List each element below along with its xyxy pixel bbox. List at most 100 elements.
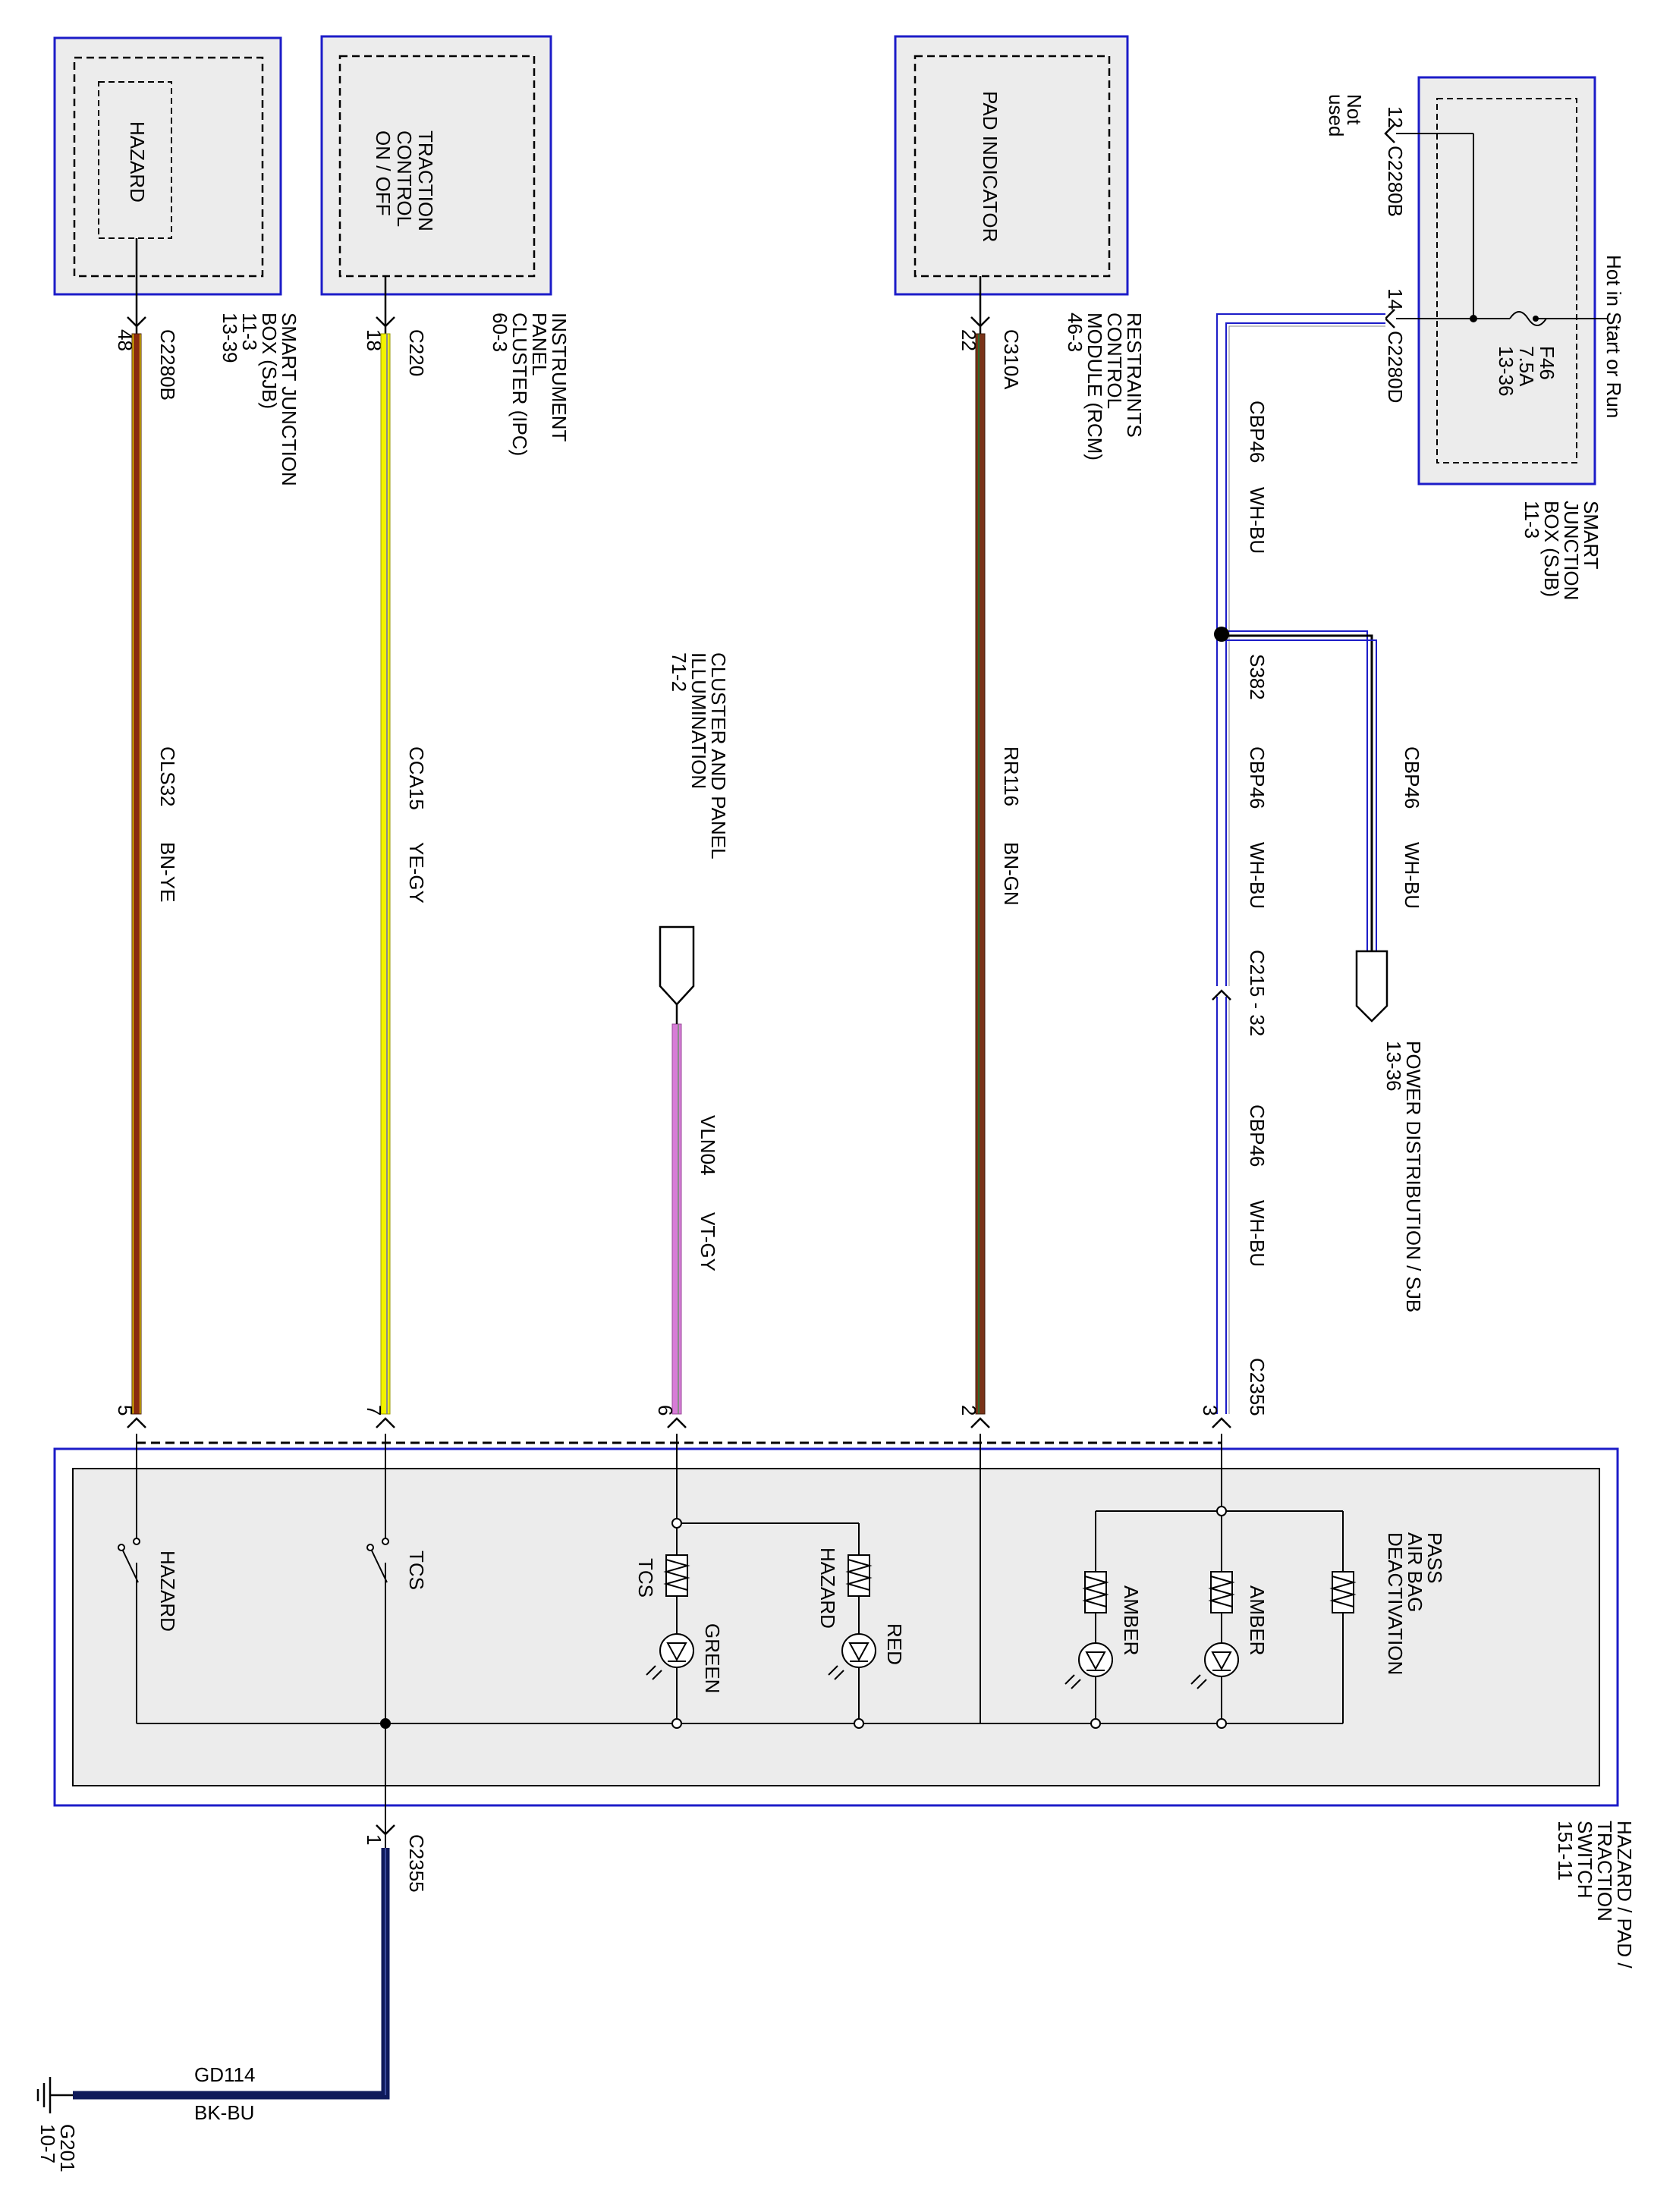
conn-12-name: C2280B: [1384, 146, 1407, 217]
wire-vln04: [671, 1023, 682, 1415]
wire-gd114-color: BK-BU: [194, 2101, 254, 2124]
cluster-illum-label-1: CLUSTER AND PANEL: [707, 652, 730, 859]
led-red: [828, 1633, 876, 1680]
rcm-inner-label: PAD INDICATOR: [979, 91, 1002, 242]
wire-labels: CLS32 BN-YE CCA15 YE-GY VLN04 VT-GY RR11…: [156, 401, 1423, 2124]
resistor-amber1: [1082, 1571, 1109, 1613]
fuse-label-1: F46: [1536, 346, 1558, 380]
wire-rr116-circuit: RR116: [1000, 746, 1023, 806]
power-dist-label-2: 13-36: [1382, 1041, 1405, 1092]
bottom-connector-label-top: C2355: [1246, 1358, 1269, 1416]
wire-gd114: [73, 1848, 390, 2100]
conn-18-name: C220: [405, 329, 428, 376]
pin-3: 3: [1199, 1405, 1222, 1415]
splice-s382: [1214, 627, 1229, 642]
module-labels: SMART JUNCTION BOX (SJB) 11-3 13-39 INST…: [36, 313, 1636, 2173]
ipc-inner-label-2: CONTROL: [393, 130, 416, 227]
sjb-hazard-module: HAZARD: [53, 36, 282, 296]
inline-connector-label: C215 - 32: [1246, 950, 1269, 1036]
wire-cbp46-circuit-2: CBP46: [1246, 746, 1269, 809]
wire-vln04-color: VT-GY: [697, 1212, 719, 1271]
not-used-label-2: used: [1325, 94, 1348, 137]
rcm-module: PAD INDICATOR: [894, 35, 1129, 296]
sjb-right-label-1: SMART: [1580, 501, 1602, 570]
pass-airbag-label-1: PASS: [1423, 1532, 1446, 1583]
pass-airbag-label-3: DEACTIVATION: [1384, 1532, 1407, 1675]
hazard-lamp-label: HAZARD: [816, 1547, 839, 1629]
ground-label-2: 10-7: [36, 2124, 59, 2163]
resistor-tcs: [663, 1554, 690, 1597]
wire-cbp46-color-2: WH-BU: [1246, 842, 1269, 909]
conn-22-name: C310A: [1000, 329, 1023, 390]
led-amber1: [1064, 1642, 1113, 1689]
switch-label-4: 151-11: [1554, 1821, 1577, 1881]
sjb-right-label-2: JUNCTION: [1560, 501, 1583, 600]
wire-cca15-circuit: CCA15: [405, 746, 428, 810]
pin-1: 1: [363, 1834, 385, 1845]
ipc-label-4: 60-3: [489, 313, 511, 352]
top-connectors: 48 C2280B 18 C220 22 C310A 14 C2280D 12 …: [114, 106, 1407, 403]
wire-cca15-color: YE-GY: [405, 842, 428, 903]
wire-cca15: [380, 333, 391, 1415]
tcs-switch-label: TCS: [405, 1551, 428, 1590]
wire-cbp46-main: [1216, 313, 1385, 1414]
switch-module: [53, 1441, 1619, 1807]
fuse-label-3: 13-36: [1495, 346, 1517, 397]
green-label: GREEN: [701, 1623, 724, 1693]
fuse-label-2: 7.5A: [1515, 346, 1538, 387]
rcm-label-2: CONTROL: [1103, 313, 1126, 409]
wire-cbp46-circuit-1: CBP46: [1246, 401, 1269, 463]
component-labels: HAZARD TCS TCS HAZARD GREEN RED AMBER AM…: [156, 1532, 1446, 1693]
wire-cls32: [131, 333, 142, 1415]
rcm-label-4: 46-3: [1064, 313, 1087, 352]
ipc-module: TRACTION CONTROL ON / OFF: [320, 35, 552, 296]
sjb-power-module: F46 7.5A 13-36 Hot in Start or Run Not u…: [1325, 76, 1625, 485]
amber1-label: AMBER: [1120, 1585, 1143, 1655]
sjb-right-label-3: BOX (SJB): [1540, 501, 1563, 597]
wire-cbp46-branch: [1222, 630, 1377, 951]
ground-label-1: G201: [56, 2124, 79, 2173]
sjb-left-label-1: SMART JUNCTION: [278, 313, 300, 486]
pin-5: 5: [114, 1405, 137, 1415]
pin-6: 6: [654, 1405, 677, 1415]
wires: [73, 313, 1385, 2100]
power-dist-label-1: POWER DISTRIBUTION / SJB: [1402, 1041, 1425, 1312]
bottom-pin-labels: 5 7 6 2 3 1: [114, 1405, 1222, 1845]
leds: [646, 1633, 1239, 1689]
cluster-illum-label-3: 71-2: [668, 652, 690, 692]
sjb-left-label-3: 11-3: [238, 313, 261, 350]
sjb-right-label-4: 11-3: [1520, 501, 1543, 539]
conn-14-name: C2280D: [1384, 331, 1407, 403]
bottom-connector-label-ground: C2355: [405, 1834, 428, 1893]
sjb-left-label-4: 13-39: [219, 313, 241, 363]
ipc-inner-label-3: ON / OFF: [372, 130, 395, 216]
wire-vln04-circuit: VLN04: [697, 1115, 719, 1176]
pin-2: 2: [958, 1405, 980, 1415]
ipc-inner-label-1: TRACTION: [414, 130, 437, 231]
resistors: [663, 1554, 1357, 1613]
resistor-hazard: [845, 1554, 873, 1597]
led-green: [646, 1633, 694, 1680]
sjb-left-label-2: BOX (SJB): [258, 313, 281, 409]
wire-cls32-circuit: CLS32: [156, 746, 179, 807]
ipc-label-2: PANEL: [528, 313, 551, 375]
tcs-lamp-label: TCS: [634, 1558, 657, 1598]
cluster-illum-label-2: ILLUMINATION: [687, 652, 710, 789]
wire-cls32-color: BN-YE: [156, 842, 179, 902]
pin-7: 7: [363, 1405, 385, 1415]
red-label: RED: [883, 1623, 906, 1665]
rcm-label-3: MODULE (RCM): [1083, 313, 1106, 460]
switch-label-2: TRACTION: [1593, 1821, 1616, 1921]
ipc-label-1: INSTRUMENT: [548, 313, 571, 442]
wire-rr116: [975, 333, 986, 1415]
wire-cbp46-color-4: WH-BU: [1401, 842, 1423, 909]
wire-cbp46-circuit-3: CBP46: [1246, 1104, 1269, 1167]
wire-cbp46-circuit-4: CBP46: [1401, 746, 1423, 809]
hazard-switch-label: HAZARD: [156, 1551, 179, 1632]
cluster-illum-arrow: [659, 925, 695, 1006]
power-dist-arrow: [1355, 950, 1388, 1023]
wire-rr116-color: BN-GN: [1000, 842, 1023, 906]
sjb-hazard-inner-label: HAZARD: [126, 121, 149, 203]
bottom-connector-pins: [127, 1417, 1231, 1836]
splice-label: S382: [1246, 654, 1269, 700]
